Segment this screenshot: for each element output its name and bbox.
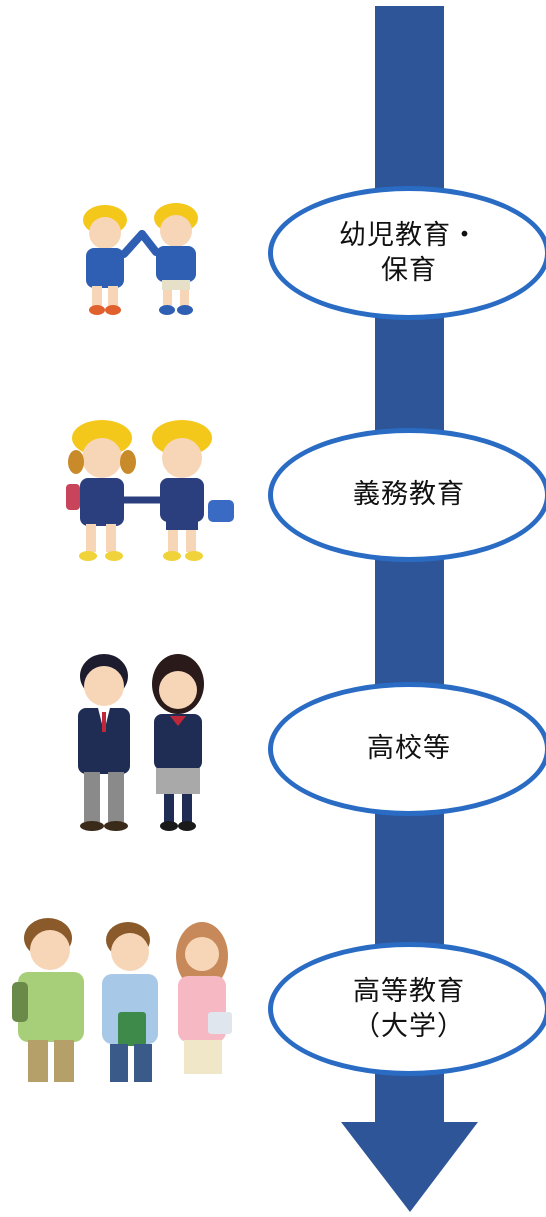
stage-label: 高等教育 （大学） <box>353 975 465 1042</box>
university-students-icon <box>12 918 232 1082</box>
stage-higher-education: 高等教育 （大学） <box>268 942 546 1076</box>
stage-label: 義務教育 <box>353 479 465 511</box>
high-school-students-icon <box>78 654 204 831</box>
stage-label: 高校等 <box>367 733 451 765</box>
kindergarten-children-icon <box>83 203 198 315</box>
arrow-head <box>341 1122 478 1212</box>
stage-early-childhood: 幼児教育・ 保育 <box>268 186 546 320</box>
elementary-students-icon <box>66 420 234 561</box>
stage-label: 幼児教育・ 保育 <box>339 219 479 286</box>
stage-compulsory-education: 義務教育 <box>268 428 546 562</box>
stage-high-school: 高校等 <box>268 682 546 816</box>
